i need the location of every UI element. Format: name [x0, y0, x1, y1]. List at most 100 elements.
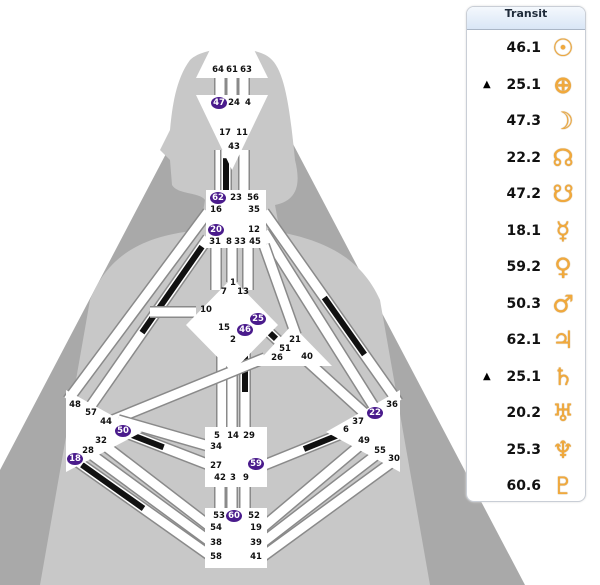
gate-29[interactable]: 29: [243, 431, 255, 441]
defined-channel-segment: [321, 295, 367, 357]
gate-line-value: 25.1: [506, 76, 541, 93]
gate-33[interactable]: 33: [234, 237, 246, 247]
head-center[interactable]: [196, 5, 268, 78]
gate-36[interactable]: 36: [386, 400, 398, 410]
south-node-icon: ☋: [552, 180, 574, 209]
gate-6[interactable]: 6: [343, 425, 349, 435]
transit-list: 46.1☉▲25.1⊕47.3☽22.2☊47.2☋18.1☿59.2♀50.3…: [467, 30, 585, 501]
gate-9[interactable]: 9: [243, 473, 249, 483]
transit-row: 47.3☽: [467, 103, 585, 140]
gate-25[interactable]: 25: [252, 314, 264, 324]
gate-50[interactable]: 50: [117, 426, 129, 436]
gate-42[interactable]: 42: [214, 473, 226, 483]
gate-16[interactable]: 16: [210, 205, 222, 215]
gate-44[interactable]: 44: [100, 417, 112, 427]
moon-icon: ☽: [552, 107, 574, 136]
gate-27[interactable]: 27: [210, 461, 222, 471]
transit-row: 18.1☿: [467, 213, 585, 250]
gate-20[interactable]: 20: [210, 225, 222, 235]
gate-line-value: 59.2: [506, 259, 541, 276]
transit-row: 59.2♀: [467, 249, 585, 286]
gate-22[interactable]: 22: [369, 408, 381, 418]
gate-43[interactable]: 43: [228, 142, 240, 152]
gate-4[interactable]: 4: [245, 98, 251, 108]
gate-17[interactable]: 17: [219, 128, 231, 138]
gate-35[interactable]: 35: [248, 205, 260, 215]
transit-row: ▲25.1♄: [467, 359, 585, 396]
gate-55[interactable]: 55: [374, 446, 386, 456]
gate-53[interactable]: 53: [213, 511, 225, 521]
channel: [259, 243, 301, 337]
gate-60[interactable]: 60: [228, 511, 240, 521]
gate-39[interactable]: 39: [250, 538, 262, 548]
gate-64[interactable]: 64: [212, 65, 224, 75]
earth-icon: ⊕: [552, 70, 574, 99]
gate-41[interactable]: 41: [250, 552, 262, 562]
gate-45[interactable]: 45: [249, 237, 261, 247]
sun-icon: ☉: [552, 34, 574, 63]
gate-21[interactable]: 21: [289, 335, 301, 345]
gate-56[interactable]: 56: [247, 193, 259, 203]
gate-61[interactable]: 61: [226, 65, 238, 75]
gate-3[interactable]: 3: [230, 473, 236, 483]
gate-line-value: 47.2: [506, 186, 541, 203]
gate-58[interactable]: 58: [210, 552, 222, 562]
transit-row: 20.2♅: [467, 395, 585, 432]
sacral-center[interactable]: [205, 427, 267, 487]
channel: [85, 448, 215, 547]
ajna-center[interactable]: [196, 95, 268, 170]
gate-34[interactable]: 34: [210, 442, 222, 452]
gate-40[interactable]: 40: [301, 352, 313, 362]
gate-28[interactable]: 28: [82, 446, 94, 456]
gate-24[interactable]: 24: [228, 98, 240, 108]
gate-54[interactable]: 54: [210, 523, 222, 533]
gate-59[interactable]: 59: [250, 459, 262, 469]
gate-47[interactable]: 47: [213, 98, 225, 108]
channel: [64, 209, 212, 403]
gate-23[interactable]: 23: [230, 193, 242, 203]
transit-row: 62.1♃: [467, 322, 585, 359]
spleen-center[interactable]: [66, 390, 142, 472]
gate-57[interactable]: 57: [85, 408, 97, 418]
gate-52[interactable]: 52: [248, 511, 260, 521]
gate-2[interactable]: 2: [230, 335, 236, 345]
channel: [259, 448, 383, 547]
gate-line-value: 60.6: [506, 478, 541, 495]
gate-14[interactable]: 14: [227, 431, 239, 441]
active-gate-marker: [115, 425, 131, 437]
gate-38[interactable]: 38: [210, 538, 222, 548]
gate-line-value: 50.3: [506, 295, 541, 312]
gate-49[interactable]: 49: [358, 436, 370, 446]
gate-10[interactable]: 10: [200, 305, 212, 315]
gate-30[interactable]: 30: [388, 454, 400, 464]
gate-37[interactable]: 37: [352, 417, 364, 427]
gate-13[interactable]: 13: [237, 287, 249, 297]
gate-31[interactable]: 31: [209, 237, 221, 247]
gate-7[interactable]: 7: [221, 287, 227, 297]
gate-1[interactable]: 1: [230, 278, 236, 288]
gate-62[interactable]: 62: [212, 193, 224, 203]
active-gate-marker: [237, 324, 253, 336]
gate-48[interactable]: 48: [69, 400, 81, 410]
gate-32[interactable]: 32: [95, 436, 107, 446]
gate-26[interactable]: 26: [271, 353, 283, 363]
gate-63[interactable]: 63: [240, 65, 252, 75]
gate-12[interactable]: 12: [248, 225, 260, 235]
heart-center[interactable]: [254, 325, 332, 366]
active-gate-marker: [367, 407, 383, 419]
gate-line-value: 25.3: [506, 441, 541, 458]
channel: [116, 415, 214, 452]
gate-46[interactable]: 46: [239, 325, 251, 335]
gate-19[interactable]: 19: [250, 523, 262, 533]
gate-5[interactable]: 5: [214, 431, 220, 441]
active-gate-marker: [67, 453, 83, 465]
centers: [66, 5, 400, 568]
saturn-icon: ♄: [552, 362, 574, 391]
g-center[interactable]: [186, 278, 278, 372]
gate-51[interactable]: 51: [279, 344, 291, 354]
gate-18[interactable]: 18: [69, 454, 81, 464]
gate-8[interactable]: 8: [226, 237, 232, 247]
gate-15[interactable]: 15: [218, 323, 230, 333]
gate-11[interactable]: 11: [236, 128, 248, 138]
